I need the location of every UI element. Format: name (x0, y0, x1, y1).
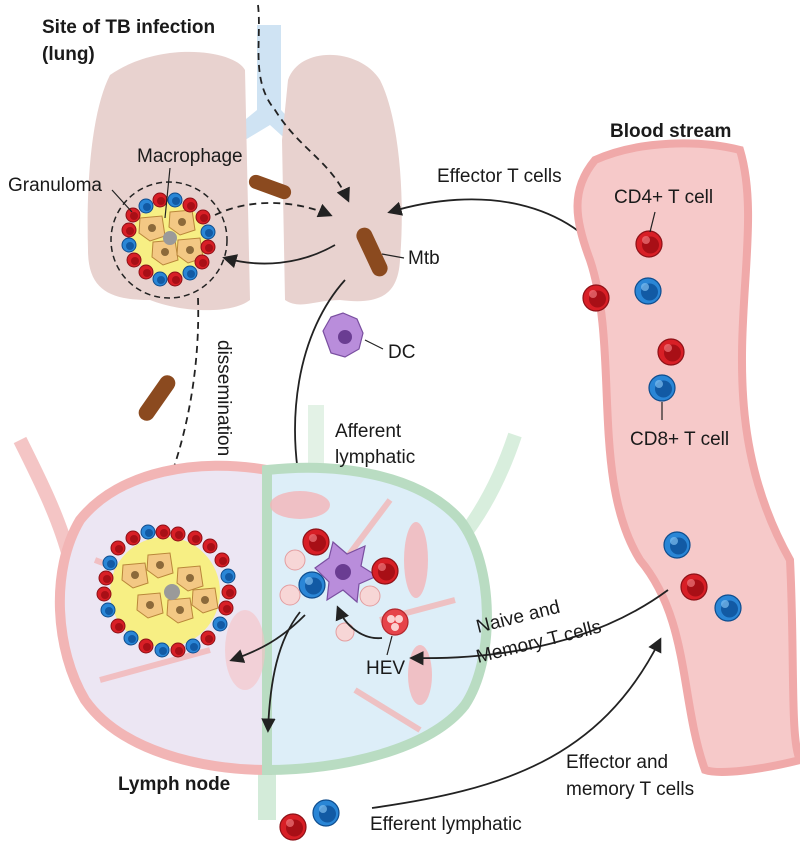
t-cell-icon (299, 572, 325, 598)
blood-stream-label: Blood stream (610, 121, 731, 142)
t-cell-icon (715, 595, 741, 621)
site-title-line2: (lung) (42, 44, 95, 65)
t-cell-icon (658, 339, 684, 365)
hev-label: HEV (366, 658, 405, 679)
site-title-line1: Site of TB infection (42, 17, 215, 38)
dendritic-cell-icon (323, 313, 383, 357)
lymph-tube-left (20, 440, 70, 560)
cd8-t-cell-label: CD8+ T cell (630, 429, 729, 450)
efferent-lymphatic-label: Efferent lymphatic (370, 814, 522, 835)
t-cell-icon (635, 278, 661, 304)
mtb-bacillus-icon (136, 372, 179, 424)
effector-memory-line1: Effector and (566, 752, 668, 773)
dissemination-label: dissemination (213, 340, 234, 456)
lymph-node-label: Lymph node (118, 774, 230, 795)
t-cell-icon (664, 532, 690, 558)
lymph-node (20, 405, 515, 820)
mtb-label: Mtb (408, 248, 440, 269)
t-cell-icon (681, 574, 707, 600)
t-cell-icon (303, 529, 329, 555)
hev-icon (382, 609, 408, 635)
t-cell-icon (649, 375, 675, 401)
granuloma-label: Granuloma (8, 175, 102, 196)
t-cell-icon (372, 558, 398, 584)
afferent-line2: lymphatic (335, 447, 415, 468)
t-cell-icon (280, 814, 306, 840)
afferent-line1: Afferent (335, 421, 402, 442)
t-cell-icon (636, 231, 662, 257)
cd4-t-cell-label: CD4+ T cell (614, 187, 713, 208)
blood-vessel (578, 143, 800, 772)
effector-t-cells-label: Effector T cells (437, 166, 562, 187)
effector-memory-line2: memory T cells (566, 779, 694, 800)
t-cell-icon (583, 285, 609, 311)
macrophage-label: Macrophage (137, 146, 243, 167)
t-cell-icon (313, 800, 339, 826)
dc-label: DC (388, 342, 415, 363)
